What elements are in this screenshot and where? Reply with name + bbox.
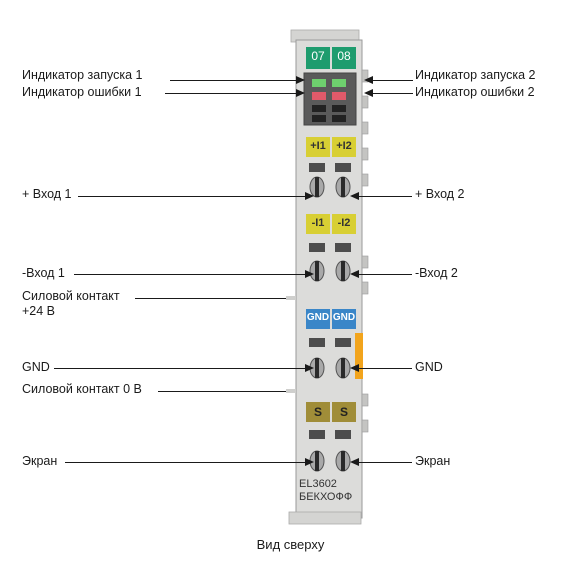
leader-error-indicator-2	[372, 93, 413, 94]
terminal-label-plus-in-2: +I2	[336, 140, 352, 152]
led-window	[303, 72, 357, 126]
label-run-indicator-1: Индикатор запуска 1	[22, 68, 143, 82]
leader-error-indicator-1	[165, 93, 296, 94]
terminal-label-minus-in-2: -I2	[337, 217, 351, 229]
channel-tab-label-08: 08	[337, 49, 351, 63]
leader-run-indicator-2	[372, 80, 413, 81]
channel-tab-08	[332, 47, 356, 69]
label-shield-left: Экран	[22, 454, 58, 468]
arrow-run-indicator-1	[296, 76, 305, 84]
error-led-2	[332, 92, 346, 100]
arrow-minus-input-1	[305, 270, 314, 278]
label-run-indicator-2: Индикатор запуска 2	[415, 68, 536, 82]
terminal-label-plus-in-1: +I1	[310, 140, 326, 152]
leader-minus-input-2	[359, 274, 412, 275]
label-gnd-left: GND	[22, 360, 50, 374]
terminal-label-shield-1: S	[313, 405, 322, 419]
terminal-label-gnd-1: GND	[306, 312, 330, 323]
arrow-error-indicator-2	[364, 89, 373, 97]
arrow-shield-right	[350, 458, 359, 466]
terminal-label-shield-2: S	[339, 405, 348, 419]
orange-strip	[355, 333, 363, 379]
brand-label: БЕКХОФФ	[299, 491, 353, 503]
label-plus-input-1: + Вход 1	[22, 187, 72, 201]
label-gnd-right: GND	[415, 360, 443, 374]
arrow-gnd-right	[350, 364, 359, 372]
label-plus-input-2: + Вход 2	[415, 187, 465, 201]
leader-power-contact-24v	[135, 298, 286, 299]
channel-tab-label-07: 07	[311, 49, 325, 63]
arrow-minus-input-2	[350, 270, 359, 278]
label-minus-input-2: -Вход 2	[415, 266, 458, 280]
label-power-contact-24v: Силовой контакт	[22, 289, 120, 303]
arrow-plus-input-2	[350, 192, 359, 200]
leader-minus-input-1	[74, 274, 306, 275]
arrow-gnd-left	[305, 364, 314, 372]
run-led-1	[312, 79, 326, 87]
label-error-indicator-2: Индикатор ошибки 2	[415, 85, 535, 99]
arrow-plus-input-1	[305, 192, 314, 200]
terminal-label-gnd-2: GND	[332, 312, 356, 323]
label-error-indicator-1: Индикатор ошибки 1	[22, 85, 142, 99]
leader-gnd-left	[54, 368, 306, 369]
leader-run-indicator-1	[170, 80, 296, 81]
caption-top-view: Вид сверху	[256, 537, 325, 552]
leader-shield-right	[359, 462, 412, 463]
label-power-contact-24v-value: +24 В	[22, 304, 56, 318]
model-label: EL3602	[299, 478, 337, 490]
label-shield-right: Экран	[415, 454, 451, 468]
arrow-shield-left	[305, 458, 314, 466]
leader-gnd-right	[359, 368, 412, 369]
leader-plus-input-2	[359, 196, 412, 197]
run-led-2	[332, 79, 346, 87]
label-minus-input-1: -Вход 1	[22, 266, 65, 280]
label-power-contact-0v: Силовой контакт 0 В	[22, 382, 142, 396]
leader-shield-left	[65, 462, 306, 463]
leader-power-contact-0v	[158, 391, 286, 392]
channel-tab-07	[306, 47, 330, 69]
terminal-label-minus-in-1: -I1	[311, 217, 325, 229]
error-led-1	[312, 92, 326, 100]
leader-plus-input-1	[78, 196, 306, 197]
arrow-error-indicator-1	[296, 89, 305, 97]
arrow-run-indicator-2	[364, 76, 373, 84]
